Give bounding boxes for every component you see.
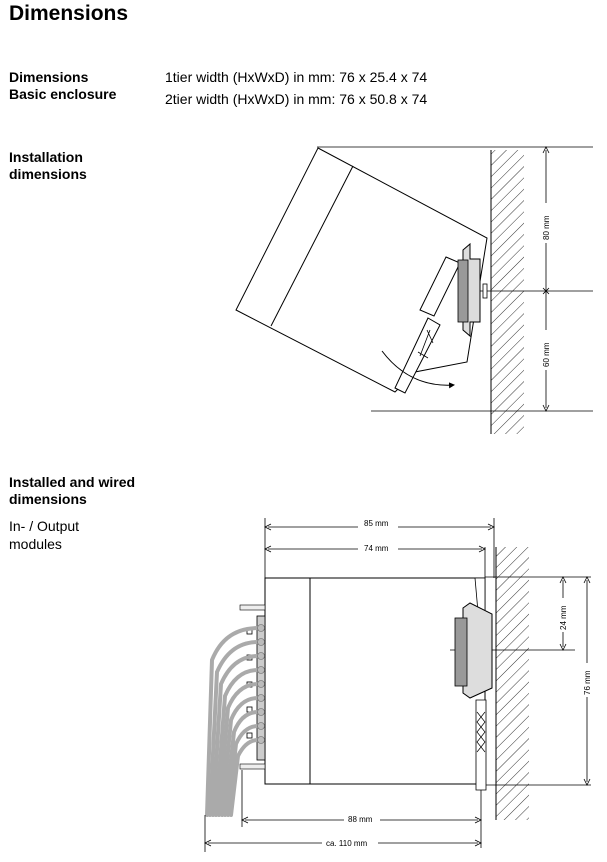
- dim-arrows: [542, 146, 550, 412]
- dim-88-label: 88 mm: [348, 815, 373, 824]
- din-rail: [457, 242, 488, 338]
- dim-24-arrows: [559, 576, 567, 651]
- dim-74-arrows: [264, 545, 486, 553]
- spec-2tier: 2tier width (HxWxD) in mm: 76 x 50.8 x 7…: [165, 91, 428, 107]
- dim-110-label: ca. 110 mm: [326, 839, 368, 848]
- dim-74-bg: [358, 540, 398, 551]
- module-body: [264, 577, 486, 785]
- dim-60-label: 60 mm: [542, 342, 551, 367]
- dim-85-bg: [358, 517, 398, 528]
- basic-label: Dimensions Basic enclosure: [9, 69, 116, 103]
- wall-hatching-2: [496, 547, 529, 820]
- tilted-module: [235, 147, 488, 394]
- dim-110-arrows: [204, 839, 482, 847]
- installation-label-line1: Installation: [9, 149, 83, 165]
- installation-label: Installation dimensions: [9, 149, 87, 183]
- dim-74-label: 74 mm: [364, 544, 389, 553]
- dim-80-label: 80 mm: [542, 215, 551, 240]
- din-rail-2: [454, 577, 493, 791]
- wall-hatching: [491, 150, 524, 434]
- page-title: Dimensions: [9, 2, 129, 25]
- wired-label-line2: dimensions: [9, 491, 87, 507]
- dim-76-label: 76 mm: [583, 670, 592, 695]
- wired-label-line1: Installed and wired: [9, 474, 136, 490]
- wired-sublabel: In- / Output modules: [9, 517, 79, 553]
- dim-76-arrows: [583, 576, 591, 786]
- basic-specs: 1tier width (HxWxD) in mm: 76 x 25.4 x 7…: [165, 66, 427, 110]
- wires: [205, 626, 260, 817]
- dim-88-bg: [344, 811, 380, 822]
- dim-24-bg: [558, 598, 568, 632]
- spec-1tier: 1tier width (HxWxD) in mm: 76 x 25.4 x 7…: [165, 69, 428, 85]
- rotation-arrow: [381, 350, 455, 389]
- dim-110-bg: [322, 834, 378, 845]
- wired-label: Installed and wired dimensions: [9, 474, 135, 508]
- dim-85-arrows: [264, 523, 495, 531]
- basic-label-line1: Dimensions: [9, 69, 89, 85]
- installation-label-line2: dimensions: [9, 166, 87, 182]
- dim-60-bg: [541, 330, 551, 370]
- wired-sublabel-line1: In- / Output: [9, 518, 80, 534]
- wire-ends: [257, 624, 265, 744]
- dim-76-bg: [582, 663, 592, 697]
- dim-85-label: 85 mm: [364, 519, 389, 528]
- front-connector: [239, 604, 266, 770]
- dim-24-label: 24 mm: [559, 605, 568, 630]
- basic-label-line2: Basic enclosure: [9, 86, 117, 102]
- dim-80-bg: [541, 203, 551, 243]
- wired-sublabel-line2: modules: [9, 536, 62, 552]
- dim-88-arrows: [241, 816, 482, 824]
